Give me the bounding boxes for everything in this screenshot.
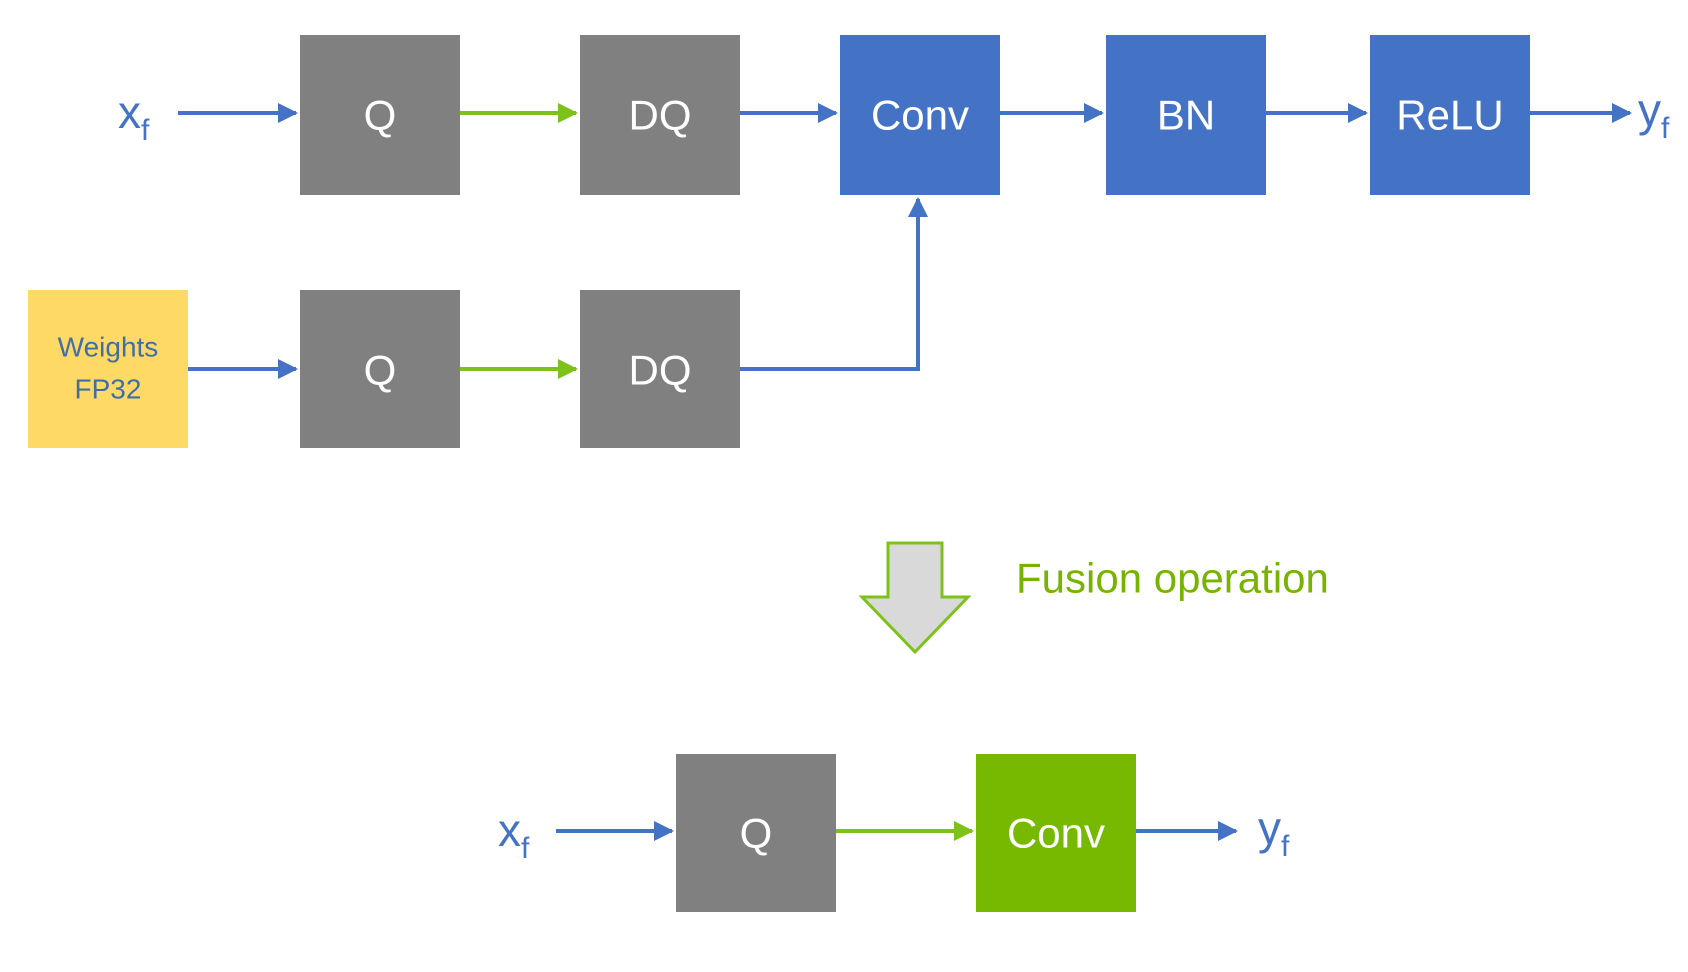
top-input-label: xf bbox=[118, 86, 150, 147]
weights-dq-node[interactable]: DQ bbox=[580, 290, 740, 448]
top-row: xf Q DQ Conv BN ReLU yf bbox=[118, 35, 1670, 195]
weights-dq-label: DQ bbox=[629, 347, 692, 394]
down-arrow-icon bbox=[858, 541, 972, 655]
bottom-input-label: xf bbox=[498, 804, 530, 865]
bottom-conv-box bbox=[976, 754, 1136, 912]
fusion-label: Fusion operation bbox=[1016, 555, 1329, 602]
weights-row: Weights FP32 Q DQ bbox=[28, 197, 928, 448]
arrow-weights-dq-to-conv bbox=[740, 197, 928, 371]
weights-dq-box bbox=[580, 290, 740, 448]
top-input-subscript: f bbox=[141, 114, 150, 147]
top-relu-node[interactable]: ReLU bbox=[1370, 35, 1530, 195]
bottom-row: xf Q Conv yf bbox=[498, 754, 1290, 912]
weights-label-line2: FP32 bbox=[75, 374, 142, 405]
top-relu-box bbox=[1370, 35, 1530, 195]
bottom-q-node[interactable]: Q bbox=[676, 754, 836, 912]
bottom-output-label: yf bbox=[1258, 802, 1290, 863]
bottom-q-label: Q bbox=[740, 810, 773, 857]
top-q-box bbox=[300, 35, 460, 195]
fusion-section: Fusion operation bbox=[858, 541, 1329, 655]
weights-node[interactable]: Weights FP32 bbox=[28, 290, 188, 448]
top-dq-label: DQ bbox=[629, 92, 692, 139]
bottom-conv-node[interactable]: Conv bbox=[976, 754, 1136, 912]
top-output-subscript: f bbox=[1661, 112, 1670, 145]
bottom-input-x: x bbox=[498, 804, 521, 856]
top-q-node[interactable]: Q bbox=[300, 35, 460, 195]
top-output-label: yf bbox=[1638, 84, 1670, 145]
weights-box bbox=[28, 290, 188, 448]
bottom-input-subscript: f bbox=[521, 832, 530, 865]
top-bn-label: BN bbox=[1157, 92, 1215, 139]
top-relu-label: ReLU bbox=[1396, 92, 1503, 139]
weights-q-label: Q bbox=[364, 347, 397, 394]
weights-q-box bbox=[300, 290, 460, 448]
top-bn-box bbox=[1106, 35, 1266, 195]
bottom-output-subscript: f bbox=[1281, 830, 1290, 863]
bottom-q-box bbox=[676, 754, 836, 912]
top-q-label: Q bbox=[364, 92, 397, 139]
bottom-output-y: y bbox=[1258, 802, 1281, 854]
top-conv-box bbox=[840, 35, 1000, 195]
weights-label-line1: Weights bbox=[58, 332, 159, 363]
bottom-conv-label: Conv bbox=[1007, 810, 1105, 857]
top-input-x: x bbox=[118, 86, 141, 138]
top-bn-node[interactable]: BN bbox=[1106, 35, 1266, 195]
weights-q-node[interactable]: Q bbox=[300, 290, 460, 448]
top-dq-box bbox=[580, 35, 740, 195]
top-dq-node[interactable]: DQ bbox=[580, 35, 740, 195]
top-conv-node[interactable]: Conv bbox=[840, 35, 1000, 195]
top-output-y: y bbox=[1638, 84, 1661, 136]
top-conv-label: Conv bbox=[871, 92, 969, 139]
